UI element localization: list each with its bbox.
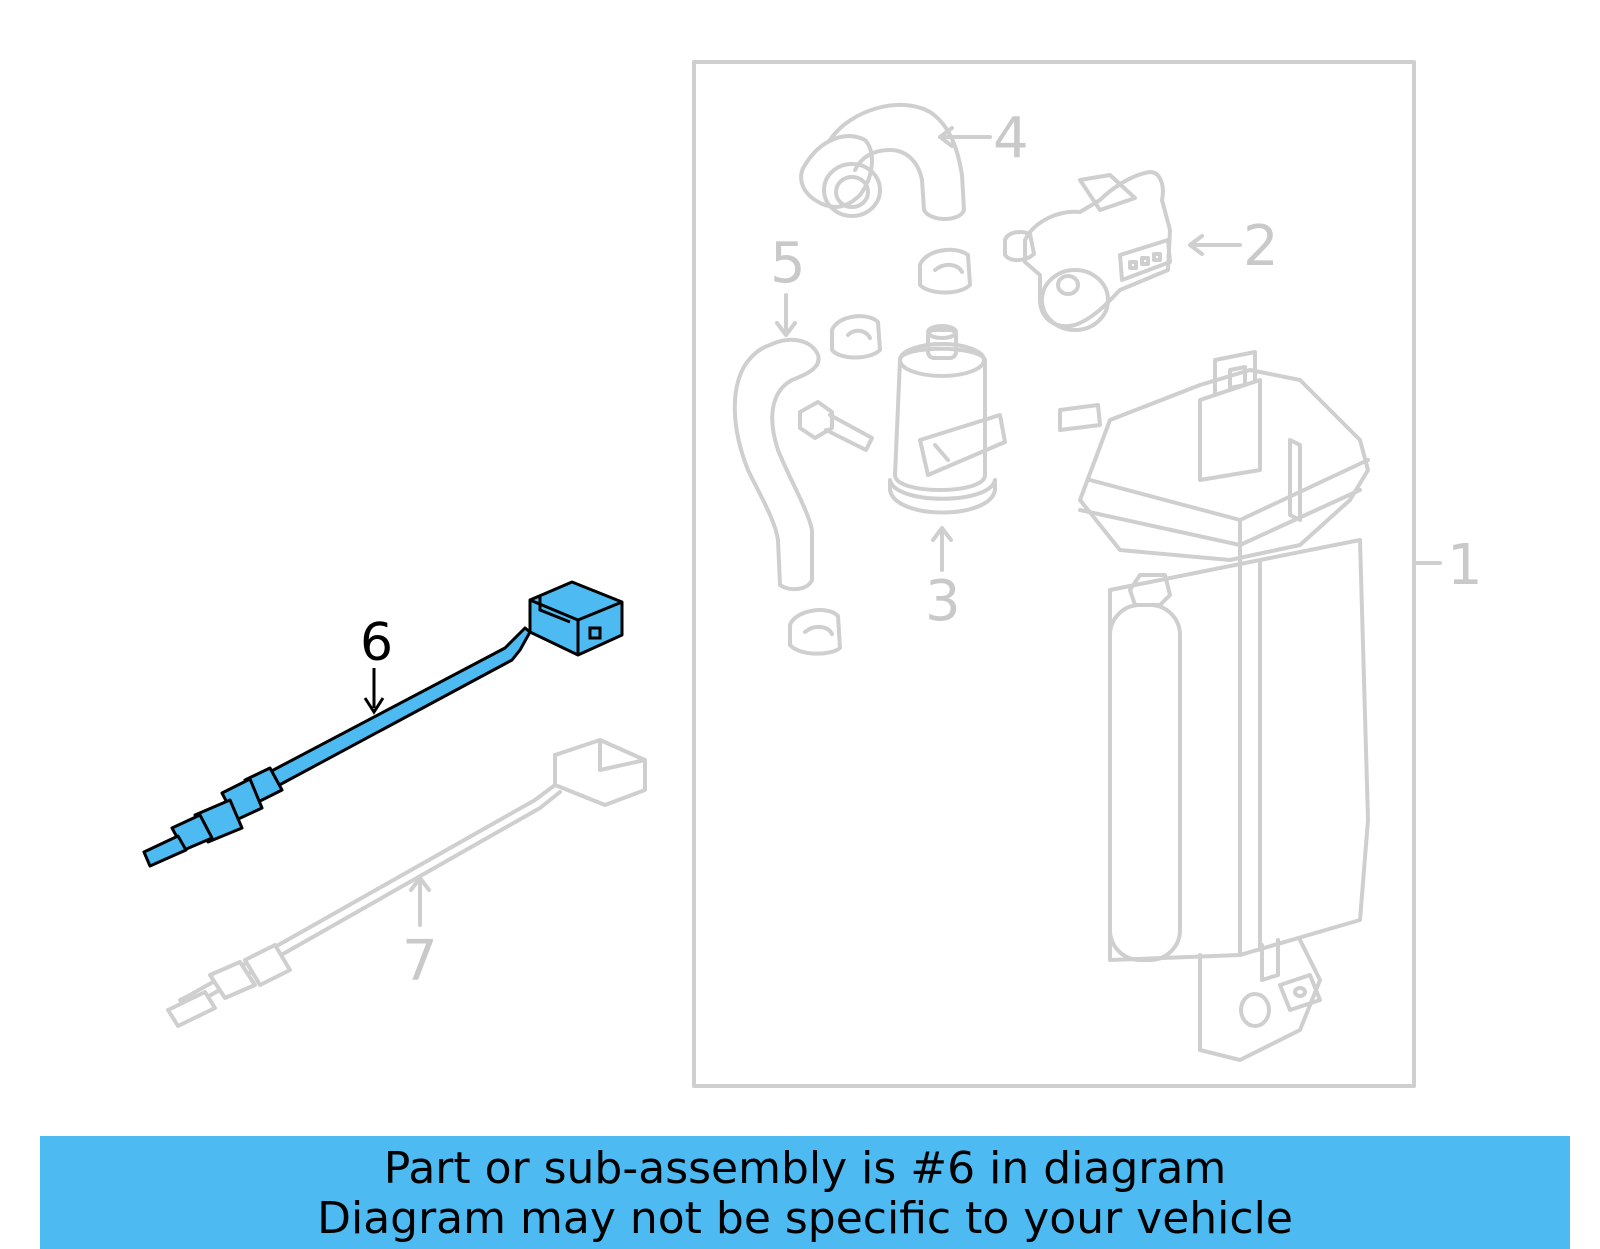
info-banner: Part or sub-assembly is #6 in diagram Di… [40, 1136, 1570, 1249]
callout-2-arrow [1188, 234, 1204, 256]
oxygen-sensor-part-7 [166, 738, 647, 1028]
bolt [798, 400, 874, 452]
hose-clamp-upper [918, 247, 972, 295]
callout-6-arrow [363, 697, 385, 715]
hose-clamp-middle [830, 314, 882, 360]
callout-7-label: 7 [402, 929, 438, 994]
callout-3-arrow [931, 526, 953, 542]
oxygen-sensor-part-6 [142, 580, 624, 868]
hose-elbow-part-4 [799, 102, 966, 221]
callout-5-arrow [775, 321, 797, 337]
callout-4-label: 4 [993, 106, 1029, 171]
charcoal-canister-part-1 [1058, 350, 1370, 1062]
filter-part-3 [888, 324, 1007, 515]
callout-7-arrow [409, 876, 431, 892]
callout-5-label: 5 [770, 231, 806, 296]
banner-line-1: Part or sub-assembly is #6 in diagram [383, 1143, 1227, 1194]
callout-3-label: 3 [925, 569, 961, 634]
banner-line-2: Diagram may not be specific to your vehi… [317, 1193, 1293, 1244]
callout-2-label: 2 [1243, 214, 1279, 279]
purge-valve-part-2 [1003, 170, 1172, 332]
callout-1-label: 1 [1447, 533, 1483, 598]
callout-6-label: 6 [360, 613, 393, 673]
callout-4-arrow [938, 126, 954, 148]
hose-clamp-lower [788, 608, 842, 656]
hose-part-5 [732, 337, 821, 592]
assembly-frame [692, 60, 1416, 1088]
